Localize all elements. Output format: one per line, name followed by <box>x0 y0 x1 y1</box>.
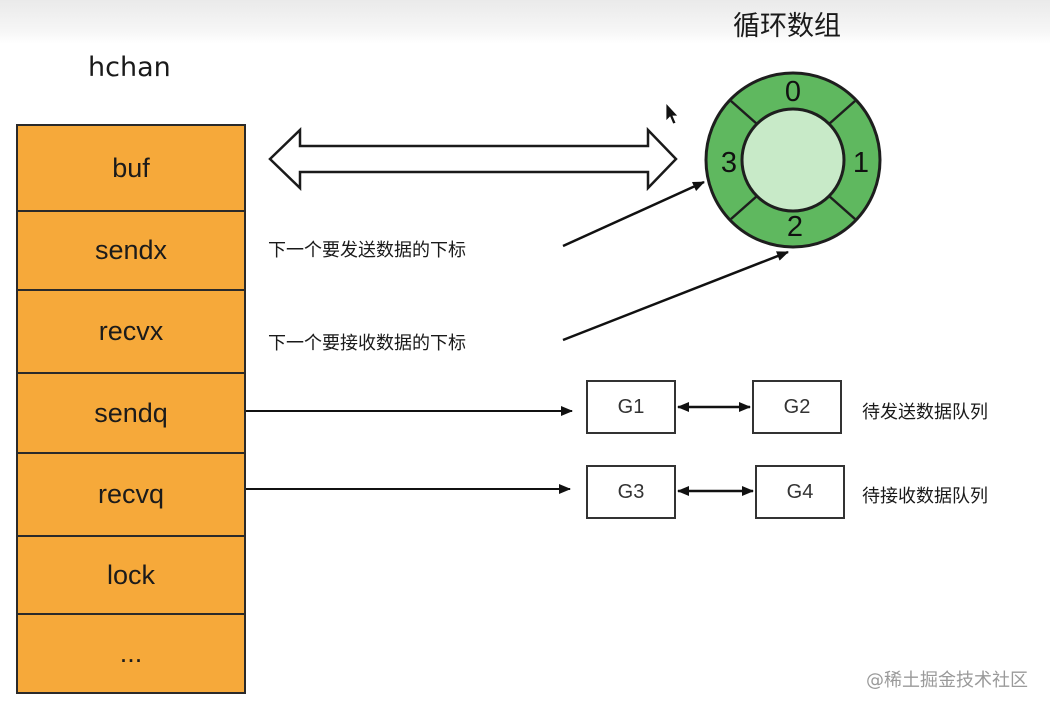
field-recvq: recvq <box>18 454 244 537</box>
field-buf: buf <box>18 126 244 212</box>
recv-queue-label: 待接收数据队列 <box>862 486 988 507</box>
goroutine-g2: G2 <box>752 380 842 434</box>
sendx-pointer-arrow <box>562 180 705 248</box>
sendx-note: 下一个要发送数据的下标 <box>268 240 466 261</box>
ring-slot-0: 0 <box>785 76 801 108</box>
recvx-note: 下一个要接收数据的下标 <box>268 333 466 354</box>
ring-slot-3: 3 <box>721 147 737 179</box>
send-queue-label: 待发送数据队列 <box>862 402 988 423</box>
field-lock: lock <box>18 537 244 615</box>
goroutine-g4: G4 <box>755 465 845 519</box>
ring-slot-2: 2 <box>787 211 803 243</box>
ring-buffer-title: 循环数组 <box>733 11 841 42</box>
goroutine-g3: G3 <box>586 465 676 519</box>
ring-buffer <box>704 71 882 249</box>
ring-slot-1: 1 <box>853 147 869 179</box>
hchan-struct: buf sendx recvx sendq recvq lock ... <box>16 124 246 694</box>
field-sendq: sendq <box>18 374 244 454</box>
recvx-pointer-arrow <box>562 250 789 342</box>
field-recvx: recvx <box>18 291 244 374</box>
top-bar <box>0 0 1050 44</box>
buf-to-ring-double-arrow <box>268 126 678 192</box>
field-ellipsis: ... <box>119 638 143 668</box>
hchan-title: hchan <box>88 52 171 83</box>
mouse-cursor-icon <box>665 101 679 125</box>
goroutine-g1: G1 <box>586 380 676 434</box>
field-sendx: sendx <box>18 212 244 291</box>
watermark: @稀土掘金技术社区 <box>866 670 1028 691</box>
